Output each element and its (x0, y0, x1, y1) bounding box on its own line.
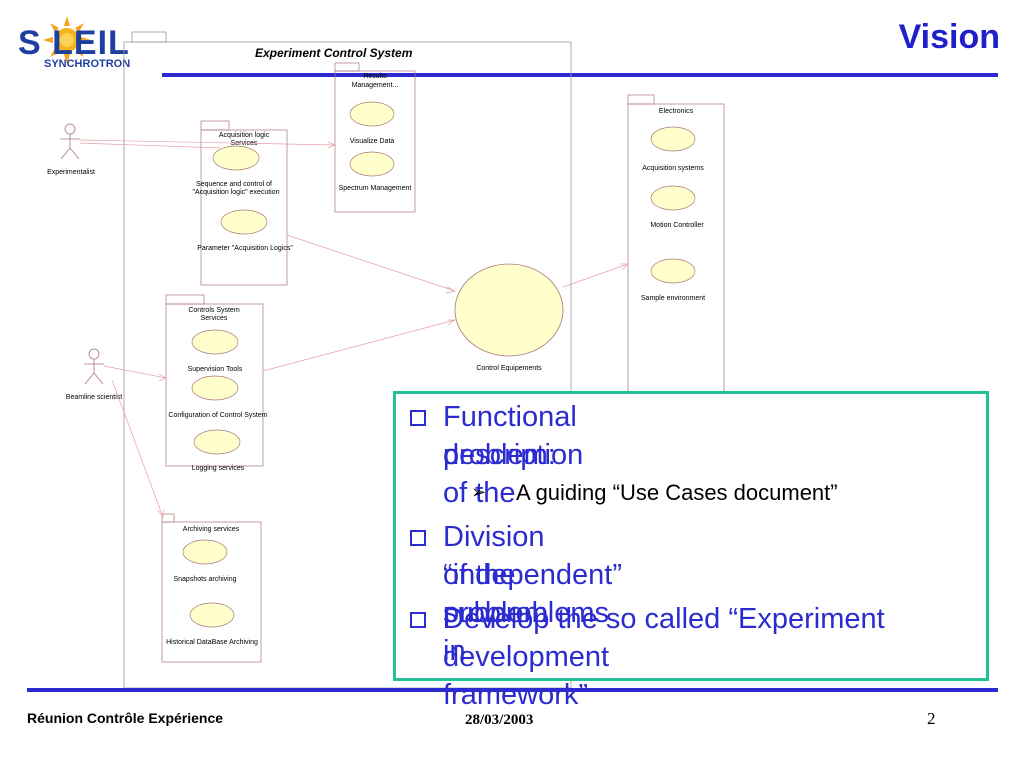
electronics-title: Electronics (659, 108, 694, 115)
package-acquisition (200, 120, 288, 286)
label-logging: Logging services (192, 465, 245, 472)
use-case-motion (650, 185, 696, 211)
package-controls (165, 294, 264, 467)
footer-date: 28/03/2003 (465, 712, 534, 728)
label-control-equipements: Control Equipements (476, 365, 542, 372)
use-case-sample-env (650, 258, 696, 284)
arrow-bullet-icon: ➢ (471, 482, 487, 502)
bullet-functional-line-2: problem: (443, 439, 556, 471)
label-beamline: Beamline scientist (66, 394, 122, 401)
package-archiving (161, 513, 262, 663)
summary-text-box: Functional description of the problem: ➢… (393, 391, 989, 711)
use-case-historical (189, 602, 235, 628)
label-motion: Motion Controller (650, 222, 704, 229)
square-bullet-icon (410, 410, 426, 426)
use-case-visualize-data (349, 101, 395, 127)
slide-title: Vision (898, 18, 1000, 56)
square-bullet-icon (410, 530, 426, 546)
bullet-develop-line-2: development framework” (443, 641, 610, 711)
square-bullet-icon (410, 612, 426, 628)
label-sequence-1: Sequence and control of (196, 181, 272, 188)
label-acq-systems: Acquisition systems (642, 165, 704, 172)
label-supervision: Supervision Tools (188, 366, 243, 373)
label-snapshots: Snapshots archiving (173, 576, 236, 583)
use-case-parameter (220, 209, 268, 235)
label-sequence-2: "Acquisition logic" execution (192, 189, 279, 196)
use-case-configuration (191, 375, 239, 401)
label-sample-env: Sample environment (641, 295, 705, 302)
header-rule (162, 73, 998, 77)
label-parameter: Parameter "Acquisition Logics" (197, 245, 293, 252)
results-title-2: Management... (352, 82, 399, 89)
label-visualize-data: Visualize Data (350, 138, 395, 145)
soleil-logo: S LEIL SYNCHROTRON (14, 10, 164, 76)
bullet-division-line-1: Division of the problem in (443, 521, 548, 667)
use-case-sequence (212, 145, 260, 171)
use-case-spectrum (349, 151, 395, 177)
footer-rule (27, 688, 998, 692)
acq-title-1: Acquisition logic (219, 132, 270, 139)
actor-beamline-icon (84, 348, 104, 385)
archiving-title: Archiving services (183, 526, 240, 533)
footer-meeting-name: Réunion Contrôle Expérience (27, 710, 224, 726)
use-case-acq-systems (650, 126, 696, 152)
bullet-functional-line-1: Functional description of the (443, 401, 584, 509)
bullet-develop-line-1: Develop the so called “Experiment (443, 603, 885, 635)
page-number: 2 (927, 709, 936, 728)
label-experimentalist: Experimentalist (47, 169, 95, 176)
label-historical: Historical DataBase Archiving (166, 639, 258, 646)
logo-wordmark: S LEIL (18, 24, 130, 62)
label-configuration: Configuration of Control System (168, 412, 267, 419)
sun-icon (43, 16, 91, 64)
use-case-logging (193, 429, 241, 455)
results-title-1: Results (363, 73, 387, 80)
controls-title-2: Services (201, 315, 228, 322)
sub-bullet-text: A guiding “Use Cases document” (516, 480, 838, 505)
association-lines (79, 139, 629, 518)
use-case-snapshots (182, 539, 228, 565)
actor-experimentalist-icon (60, 123, 80, 160)
label-spectrum: Spectrum Management (339, 185, 412, 192)
controls-title-1: Controls System (188, 307, 240, 314)
logo-subtitle: SYNCHROTRON (44, 58, 131, 70)
use-case-control-equipements (454, 263, 564, 357)
bullet-division-line-2: “independent” subproblems (443, 559, 622, 629)
system-title: Experiment Control System (255, 46, 413, 60)
use-case-supervision (191, 329, 239, 355)
package-results (334, 62, 416, 213)
